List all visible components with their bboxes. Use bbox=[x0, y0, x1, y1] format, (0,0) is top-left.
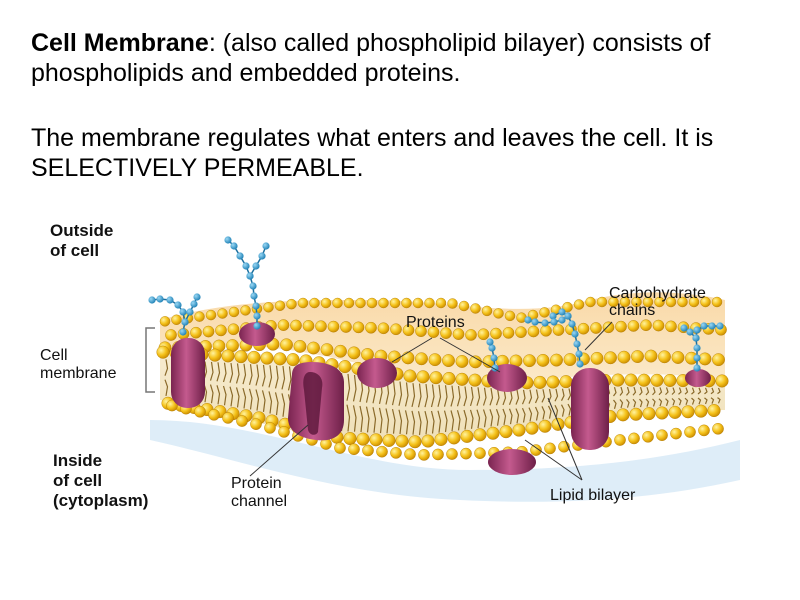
label-outside-line1: Outside bbox=[50, 221, 113, 240]
protein-right-transmembrane bbox=[571, 368, 609, 450]
label-inside-line3: (cytoplasm) bbox=[53, 491, 148, 510]
protein-channel-pore bbox=[303, 372, 323, 435]
membrane-bracket bbox=[145, 327, 155, 393]
membrane-proteins bbox=[171, 322, 711, 475]
protein-left bbox=[171, 338, 205, 408]
label-carbohydrate-line1: Carbohydrate bbox=[609, 285, 706, 302]
protein-bottom-peripheral bbox=[488, 449, 536, 475]
membrane-shadow bbox=[150, 420, 740, 502]
label-proteins: Proteins bbox=[406, 314, 465, 331]
membrane-definition: Cell Membrane: (also called phospholipid… bbox=[31, 28, 781, 88]
protein-far-right bbox=[685, 369, 711, 387]
permeability-statement: The membrane regulates what enters and l… bbox=[31, 124, 714, 182]
label-pointers bbox=[249, 321, 613, 481]
label-membrane-line2: membrane bbox=[40, 365, 117, 382]
label-inside-line1: Inside bbox=[53, 451, 102, 470]
definition-rest: : (also called phospholipid bilayer) con… bbox=[31, 29, 711, 87]
label-lipid-bilayer: Lipid bilayer bbox=[550, 487, 636, 504]
label-channel-line1: Protein bbox=[231, 475, 282, 492]
description-text: Cell Membrane: (also called phospholipid… bbox=[31, 28, 781, 183]
term-cell-membrane: Cell Membrane bbox=[31, 29, 209, 57]
phospholipid-heads bbox=[156, 296, 729, 461]
label-inside-line2: of cell bbox=[53, 471, 102, 490]
protein-peripheral-top bbox=[239, 322, 275, 346]
label-membrane-line1: Cell bbox=[40, 347, 68, 364]
label-outside-line2: of cell bbox=[50, 241, 99, 260]
label-channel-line2: channel bbox=[231, 493, 287, 510]
protein-globular bbox=[357, 358, 397, 388]
protein-mid bbox=[487, 364, 527, 392]
label-carbohydrate-line2: chains bbox=[609, 302, 655, 319]
carbohydrate-chains bbox=[148, 236, 724, 372]
